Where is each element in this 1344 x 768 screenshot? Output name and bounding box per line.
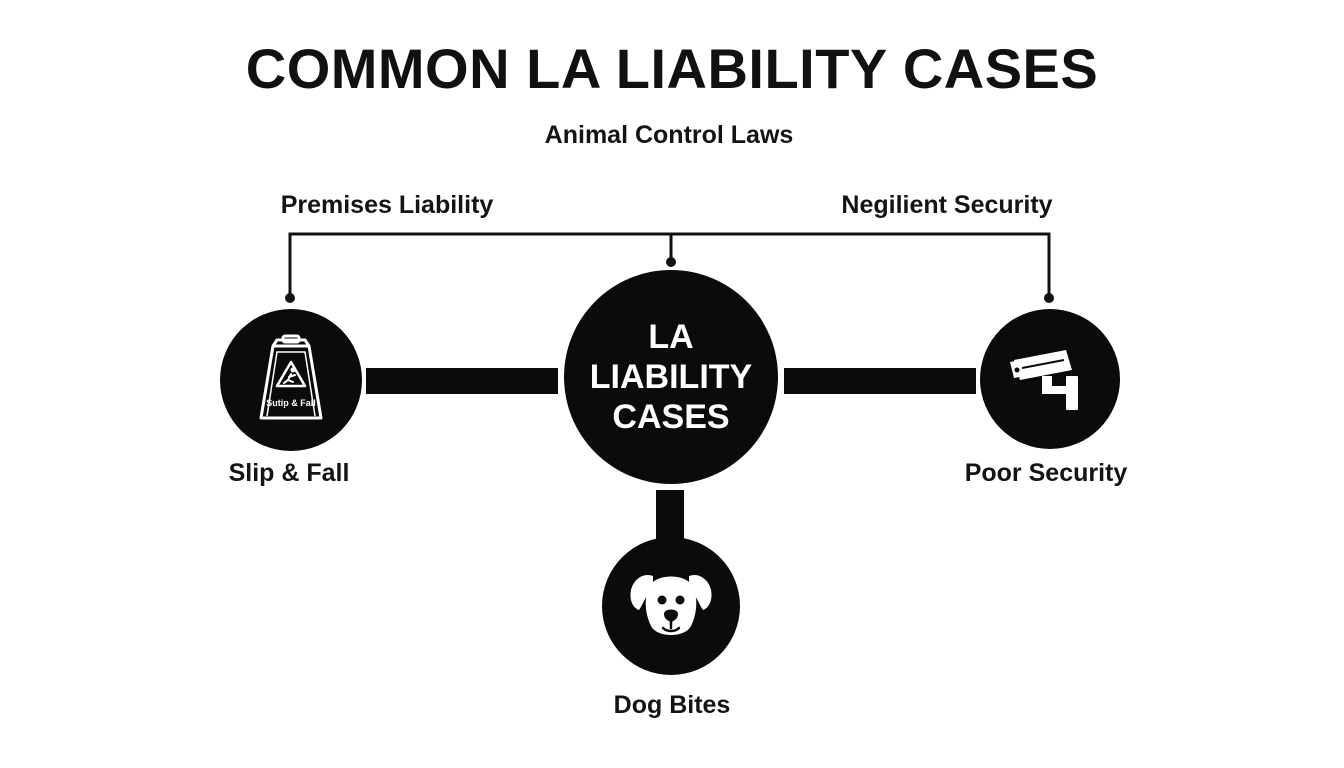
negligent-security-label: Negilient Security: [841, 191, 1053, 219]
bracket-left-dot: [285, 293, 295, 303]
right-connector-bar: [784, 368, 976, 394]
center-node: LA LIABILITY CASES: [564, 270, 778, 484]
premises-liability-label: Premises Liability: [280, 191, 494, 219]
center-line-3: CASES: [612, 398, 730, 436]
bottom-connector-bar: [656, 490, 684, 540]
diagram-title: COMMON LA LIABILITY CASES: [245, 37, 1099, 100]
wet-floor-sign-icon: Sutip & Fall: [259, 334, 323, 420]
center-line-2: LIABILITY: [589, 358, 753, 396]
dog-face-icon: [630, 574, 712, 635]
bracket-right-dot: [1044, 293, 1054, 303]
dog-bites-label: Dog Bites: [613, 691, 731, 719]
slip-fall-label: Slip & Fall: [228, 459, 350, 487]
left-connector-bar: [366, 368, 558, 394]
poor-security-node: [980, 309, 1120, 449]
animal-control-label: Animal Control Laws: [544, 121, 794, 149]
security-camera-icon: [1010, 350, 1078, 410]
center-node-text: LA LIABILITY CASES: [571, 317, 771, 437]
sign-text: Sutip & Fall: [266, 398, 316, 408]
slip-fall-node: Sutip & Fall: [220, 309, 362, 451]
dog-bites-node: [602, 537, 740, 675]
bracket-center-dot: [666, 257, 676, 267]
center-line-1: LA: [648, 318, 694, 356]
poor-security-label: Poor Security: [964, 459, 1128, 487]
